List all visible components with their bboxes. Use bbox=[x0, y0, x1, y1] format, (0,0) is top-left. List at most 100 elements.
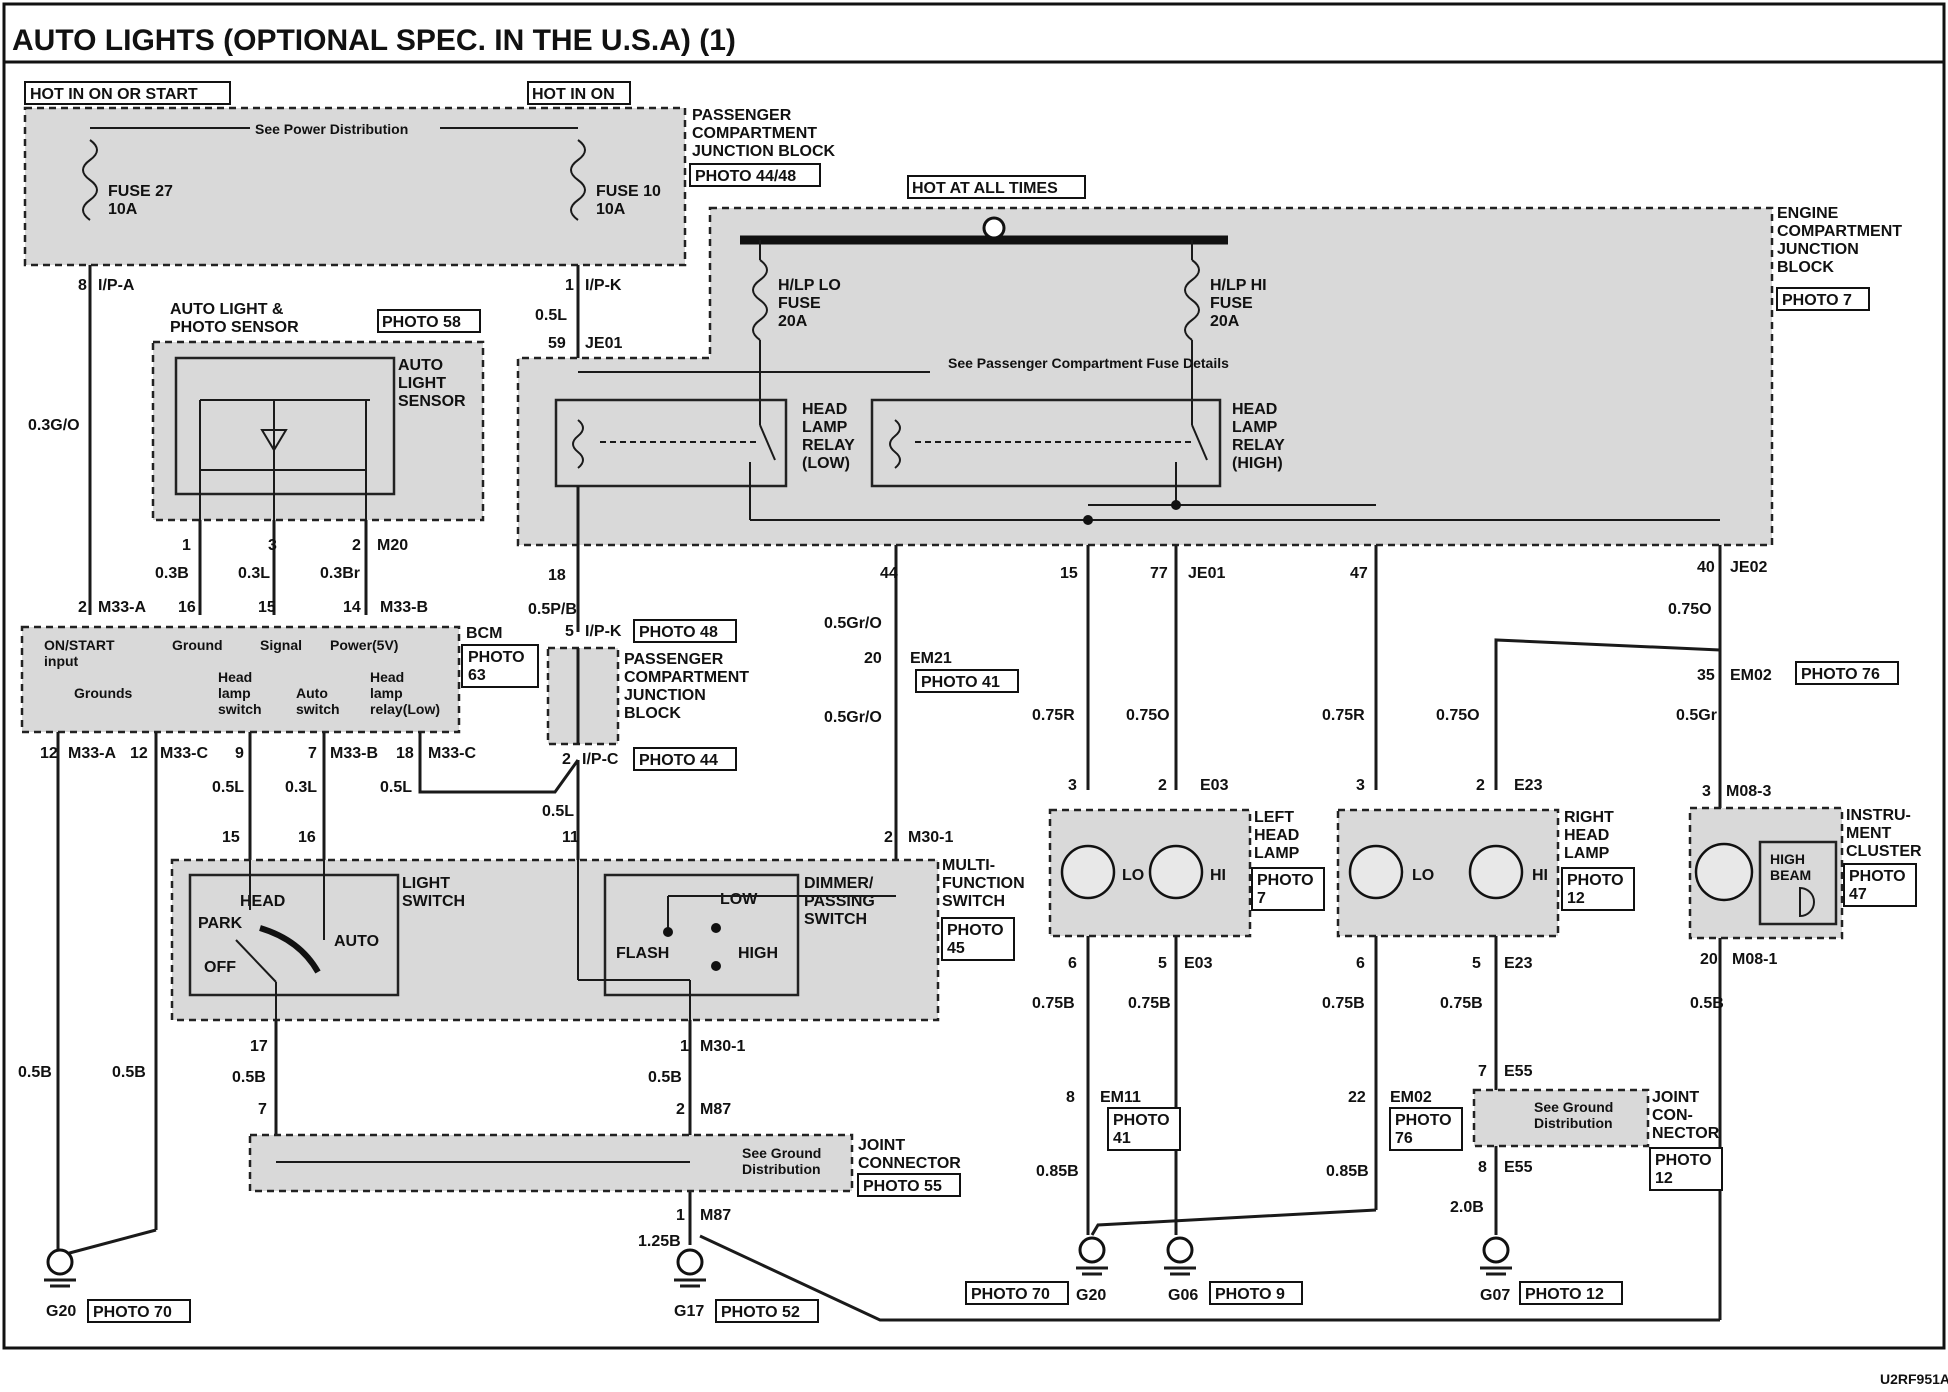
connector-label: M08-1 bbox=[1732, 951, 1777, 968]
wire-label: 0.5B bbox=[1690, 995, 1724, 1012]
wire-label: 0.5B bbox=[232, 1069, 266, 1086]
bcm-pin-on-2: input bbox=[44, 653, 79, 669]
bcm-pin-power: Power(5V) bbox=[330, 637, 398, 653]
pin-label: 12 bbox=[130, 745, 148, 762]
wire-label: 0.5L bbox=[535, 307, 567, 324]
connector-label: M30-1 bbox=[908, 829, 953, 846]
wire-label: 0.75R bbox=[1322, 707, 1365, 724]
ground-photo: PHOTO 9 bbox=[1215, 1286, 1285, 1303]
diagram-title: AUTO LIGHTS (OPTIONAL SPEC. IN THE U.S.A… bbox=[12, 24, 736, 57]
em02b-photo: PHOTO bbox=[1395, 1112, 1452, 1129]
pin-label: 8 bbox=[78, 277, 87, 294]
connector-label: I/P-K bbox=[585, 277, 622, 294]
pjb-name-3: JUNCTION BLOCK bbox=[692, 143, 836, 160]
jc2-name-3: NECTOR bbox=[1652, 1125, 1720, 1142]
connector-label: I/P-K bbox=[585, 623, 622, 640]
connector-label: EM11 bbox=[1100, 1089, 1141, 1106]
connector-label: E55 bbox=[1504, 1063, 1533, 1080]
ground-icon bbox=[46, 1248, 74, 1276]
pin-label: 15 bbox=[1060, 565, 1078, 582]
wire-label: 0.75O bbox=[1668, 601, 1712, 618]
ground-label: G06 bbox=[1168, 1287, 1198, 1304]
pin-label: 15 bbox=[222, 829, 240, 846]
bcm-pin-on: ON/START bbox=[44, 637, 115, 653]
wire-label: 0.75B bbox=[1032, 995, 1075, 1012]
pin-label: 18 bbox=[396, 745, 414, 762]
jc1-name: JOINT bbox=[858, 1137, 905, 1154]
wire-label: 0.5Gr bbox=[1676, 707, 1717, 724]
right-head-lamp: LO HI RIGHT HEAD LAMP PHOTO 12 bbox=[1336, 808, 1635, 938]
ground-photo: PHOTO 12 bbox=[1525, 1286, 1604, 1303]
wire-label: 0.75B bbox=[1440, 995, 1483, 1012]
jc2-name: JOINT bbox=[1652, 1089, 1699, 1106]
pin-label: 12 bbox=[40, 745, 58, 762]
relay-low-label-2: LAMP bbox=[802, 419, 848, 436]
wire-label: 0.5B bbox=[112, 1064, 146, 1081]
hot-on-label: HOT IN ON bbox=[532, 86, 615, 103]
multi-function-switch: MULTI- FUNCTION SWITCH PHOTO 45 LIGHT SW… bbox=[170, 857, 1025, 1022]
instrument-cluster: HIGH BEAM INSTRU- MENT CLUSTER PHOTO 47 bbox=[1688, 806, 1922, 940]
lamp-hi-label: HI bbox=[1532, 867, 1548, 884]
dimmer-pos-flash: FLASH bbox=[616, 945, 669, 962]
ground-g20-right: PHOTO 70 G20 bbox=[965, 1236, 1108, 1305]
dimmer-pos-high: HIGH bbox=[738, 945, 778, 962]
light-switch-label-2: SWITCH bbox=[402, 893, 465, 910]
bcm-photo-2: 63 bbox=[468, 667, 486, 684]
dimmer-label: DIMMER/ bbox=[804, 875, 874, 892]
see-ground-text: See Ground bbox=[742, 1145, 821, 1161]
fuse-lo-label: H/LP LO bbox=[778, 277, 841, 294]
pin-label: 2 bbox=[1476, 777, 1485, 794]
bcm-name: BCM bbox=[466, 625, 502, 642]
ground-icon bbox=[1078, 1236, 1106, 1264]
pin-label: 7 bbox=[258, 1101, 267, 1118]
sensor-photo: PHOTO 58 bbox=[382, 314, 461, 331]
high-beam-label: HIGH bbox=[1770, 851, 1805, 867]
pjb2-name-3: JUNCTION bbox=[624, 687, 706, 704]
bcm-pin-hls-3: switch bbox=[218, 701, 262, 717]
mfs-name-2: FUNCTION bbox=[942, 875, 1025, 892]
ground-icon bbox=[1482, 1236, 1510, 1264]
wire-label: 0.75B bbox=[1128, 995, 1171, 1012]
fuse27-name: FUSE 27 bbox=[108, 183, 173, 200]
ground-label: G17 bbox=[674, 1303, 704, 1320]
wire-label: 0.75O bbox=[1436, 707, 1480, 724]
pin-label: 1 bbox=[565, 277, 574, 294]
hi-bulb-icon bbox=[1468, 844, 1524, 900]
ejb-name-4: BLOCK bbox=[1777, 259, 1834, 276]
pin-label: 16 bbox=[178, 599, 196, 616]
fuse10-rating: 10A bbox=[596, 201, 626, 218]
passenger-junction-block: HOT IN ON OR START HOT IN ON See Power D… bbox=[23, 81, 836, 267]
fuse-hi-label-2: FUSE bbox=[1210, 295, 1253, 312]
ground-photo: PHOTO 70 bbox=[971, 1286, 1050, 1303]
left-lamp-photo-2: 7 bbox=[1257, 890, 1266, 907]
see-ground-text-2: Distribution bbox=[742, 1161, 821, 1177]
pin-label: 1 bbox=[182, 537, 191, 554]
pin-label: 6 bbox=[1356, 955, 1365, 972]
see-passenger-fuse-text: See Passenger Compartment Fuse Details bbox=[948, 355, 1229, 371]
sensor-name-2: PHOTO SENSOR bbox=[170, 319, 299, 336]
right-lamp-name-3: LAMP bbox=[1564, 845, 1610, 862]
pjb2-name-4: BLOCK bbox=[624, 705, 681, 722]
ground-photo: PHOTO 52 bbox=[721, 1304, 800, 1321]
fuse-hi-rating: 20A bbox=[1210, 313, 1240, 330]
connector-label: EM02 bbox=[1390, 1089, 1432, 1106]
connector-label: I/P-C bbox=[582, 751, 619, 768]
connector-label: M33-B bbox=[330, 745, 378, 762]
pin-label: 6 bbox=[1068, 955, 1077, 972]
connector-label: E55 bbox=[1504, 1159, 1533, 1176]
wire-label: 0.85B bbox=[1036, 1163, 1079, 1180]
pjb-name-2: COMPARTMENT bbox=[692, 125, 817, 142]
high-beam-label-2: BEAM bbox=[1770, 867, 1811, 883]
pin-label: 59 bbox=[548, 335, 566, 352]
connector-label: M87 bbox=[700, 1101, 731, 1118]
fuse-lo-label-2: FUSE bbox=[778, 295, 821, 312]
pin-label: 1 bbox=[680, 1038, 689, 1055]
photo-sensor: AUTO LIGHT & PHOTO SENSOR PHOTO 58 AUTO … bbox=[151, 301, 485, 522]
high-beam-bulb-icon bbox=[1694, 842, 1754, 902]
ground-label: G07 bbox=[1480, 1287, 1510, 1304]
mfs-name: MULTI- bbox=[942, 857, 995, 874]
pin-label: 17 bbox=[250, 1038, 268, 1055]
figure-code: U2RF951A bbox=[1880, 1371, 1948, 1387]
lamp-lo-label: LO bbox=[1122, 867, 1144, 884]
